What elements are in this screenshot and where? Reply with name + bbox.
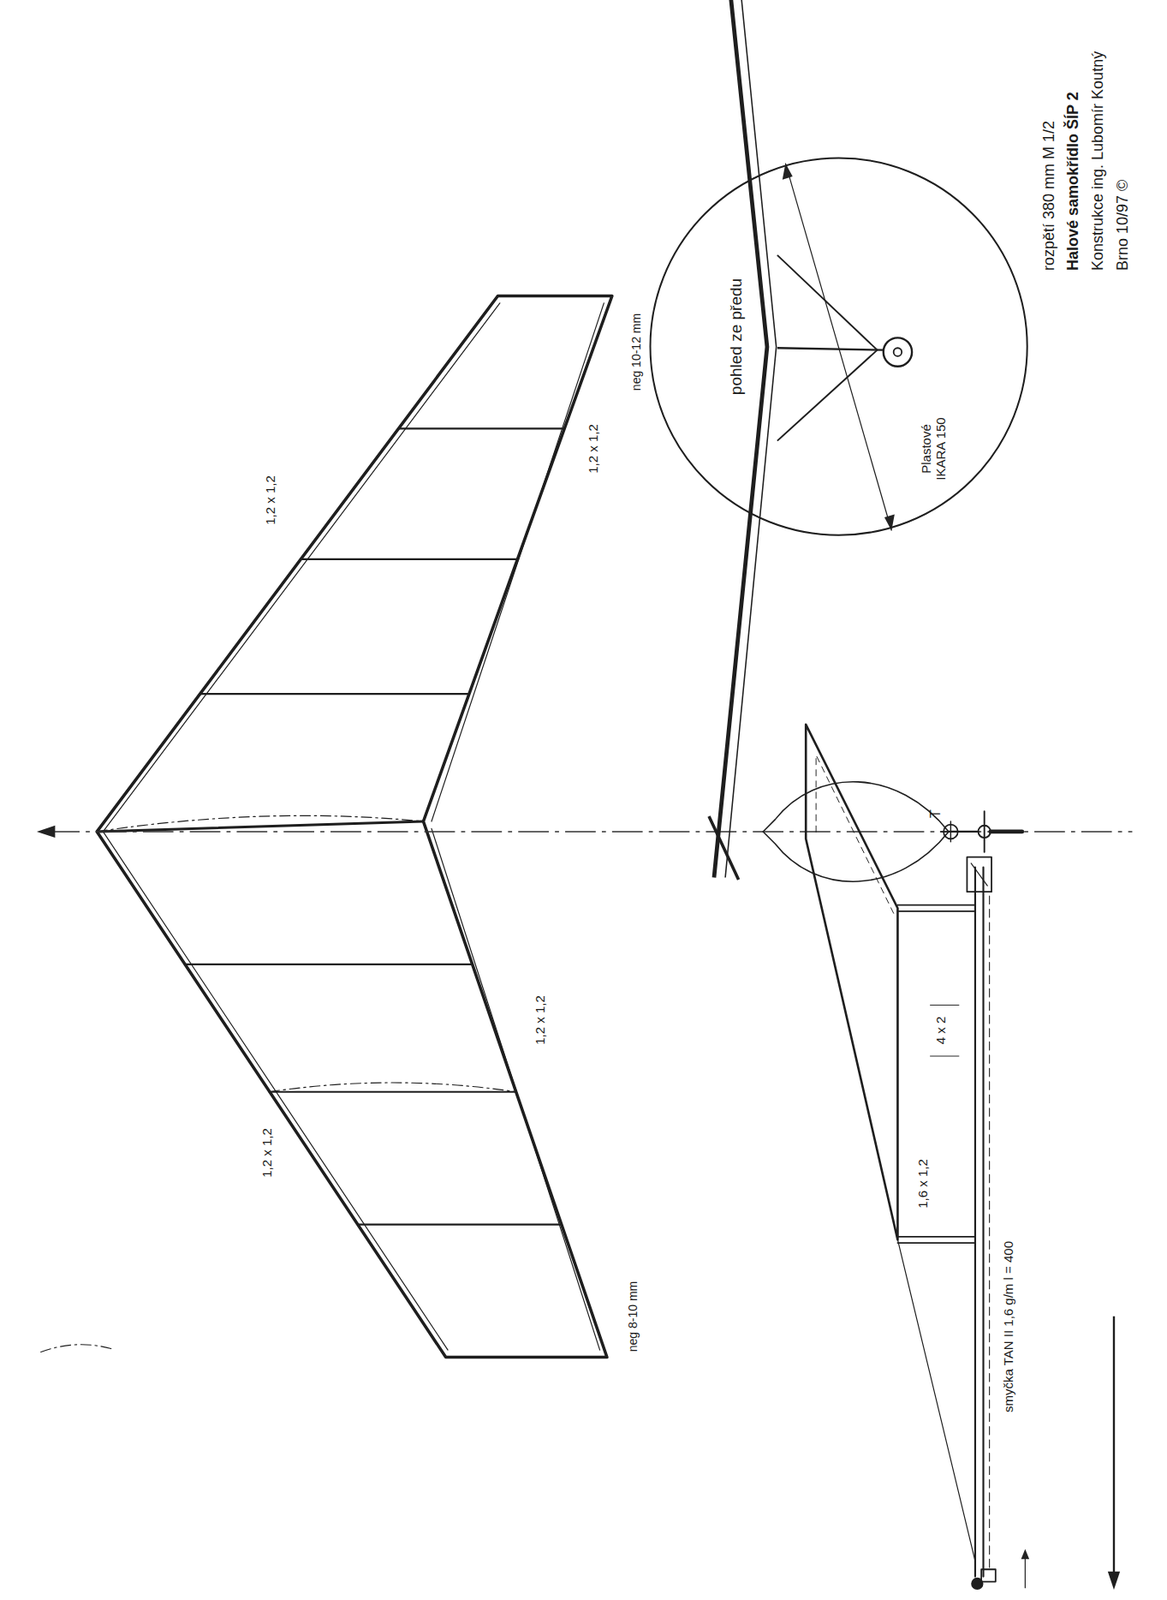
title-line: Halové samokřídlo ŠÍP 2 (1064, 91, 1083, 271)
flight-direction-arrow (1107, 1315, 1120, 1590)
propeller-note: Plastové IKARA 150 (918, 408, 949, 490)
strut-dimension: 1,6 x 1,2 (916, 1158, 931, 1209)
washout-note: neg 8-10 mm (625, 1280, 640, 1352)
spar-dimension: 1,2 x 1,2 (586, 423, 602, 474)
rubber-note: smyčka TAN II 1,6 g/m l = 400 (1001, 1240, 1017, 1412)
title-line: Konstrukce ing. Lubomír Koutný (1089, 51, 1108, 271)
circle-outline (648, 156, 1029, 536)
stick-dimension: 4 x 2 (933, 1016, 948, 1045)
center-line (36, 825, 1132, 838)
spar-dimension: 1,2 x 1,2 (260, 1128, 275, 1179)
side-view (762, 724, 1030, 1590)
spar-dimension: 1,2 x 1,2 (262, 475, 278, 525)
view-title: pohled ze předu (726, 278, 746, 395)
wing-planform (41, 295, 613, 1357)
front-view (708, 0, 912, 880)
front-view-circle: pohled ze předuPlastové IKARA 150 (648, 156, 1029, 536)
title-line: rozpětí 380 mm M 1/2 (1039, 120, 1058, 271)
spar-dimension: 1,2 x 1,2 (533, 995, 548, 1046)
cg-mark: T (927, 809, 943, 818)
title-line: Brno 10/97 © (1113, 178, 1132, 270)
washout-note: neg 10-12 mm (629, 313, 644, 391)
